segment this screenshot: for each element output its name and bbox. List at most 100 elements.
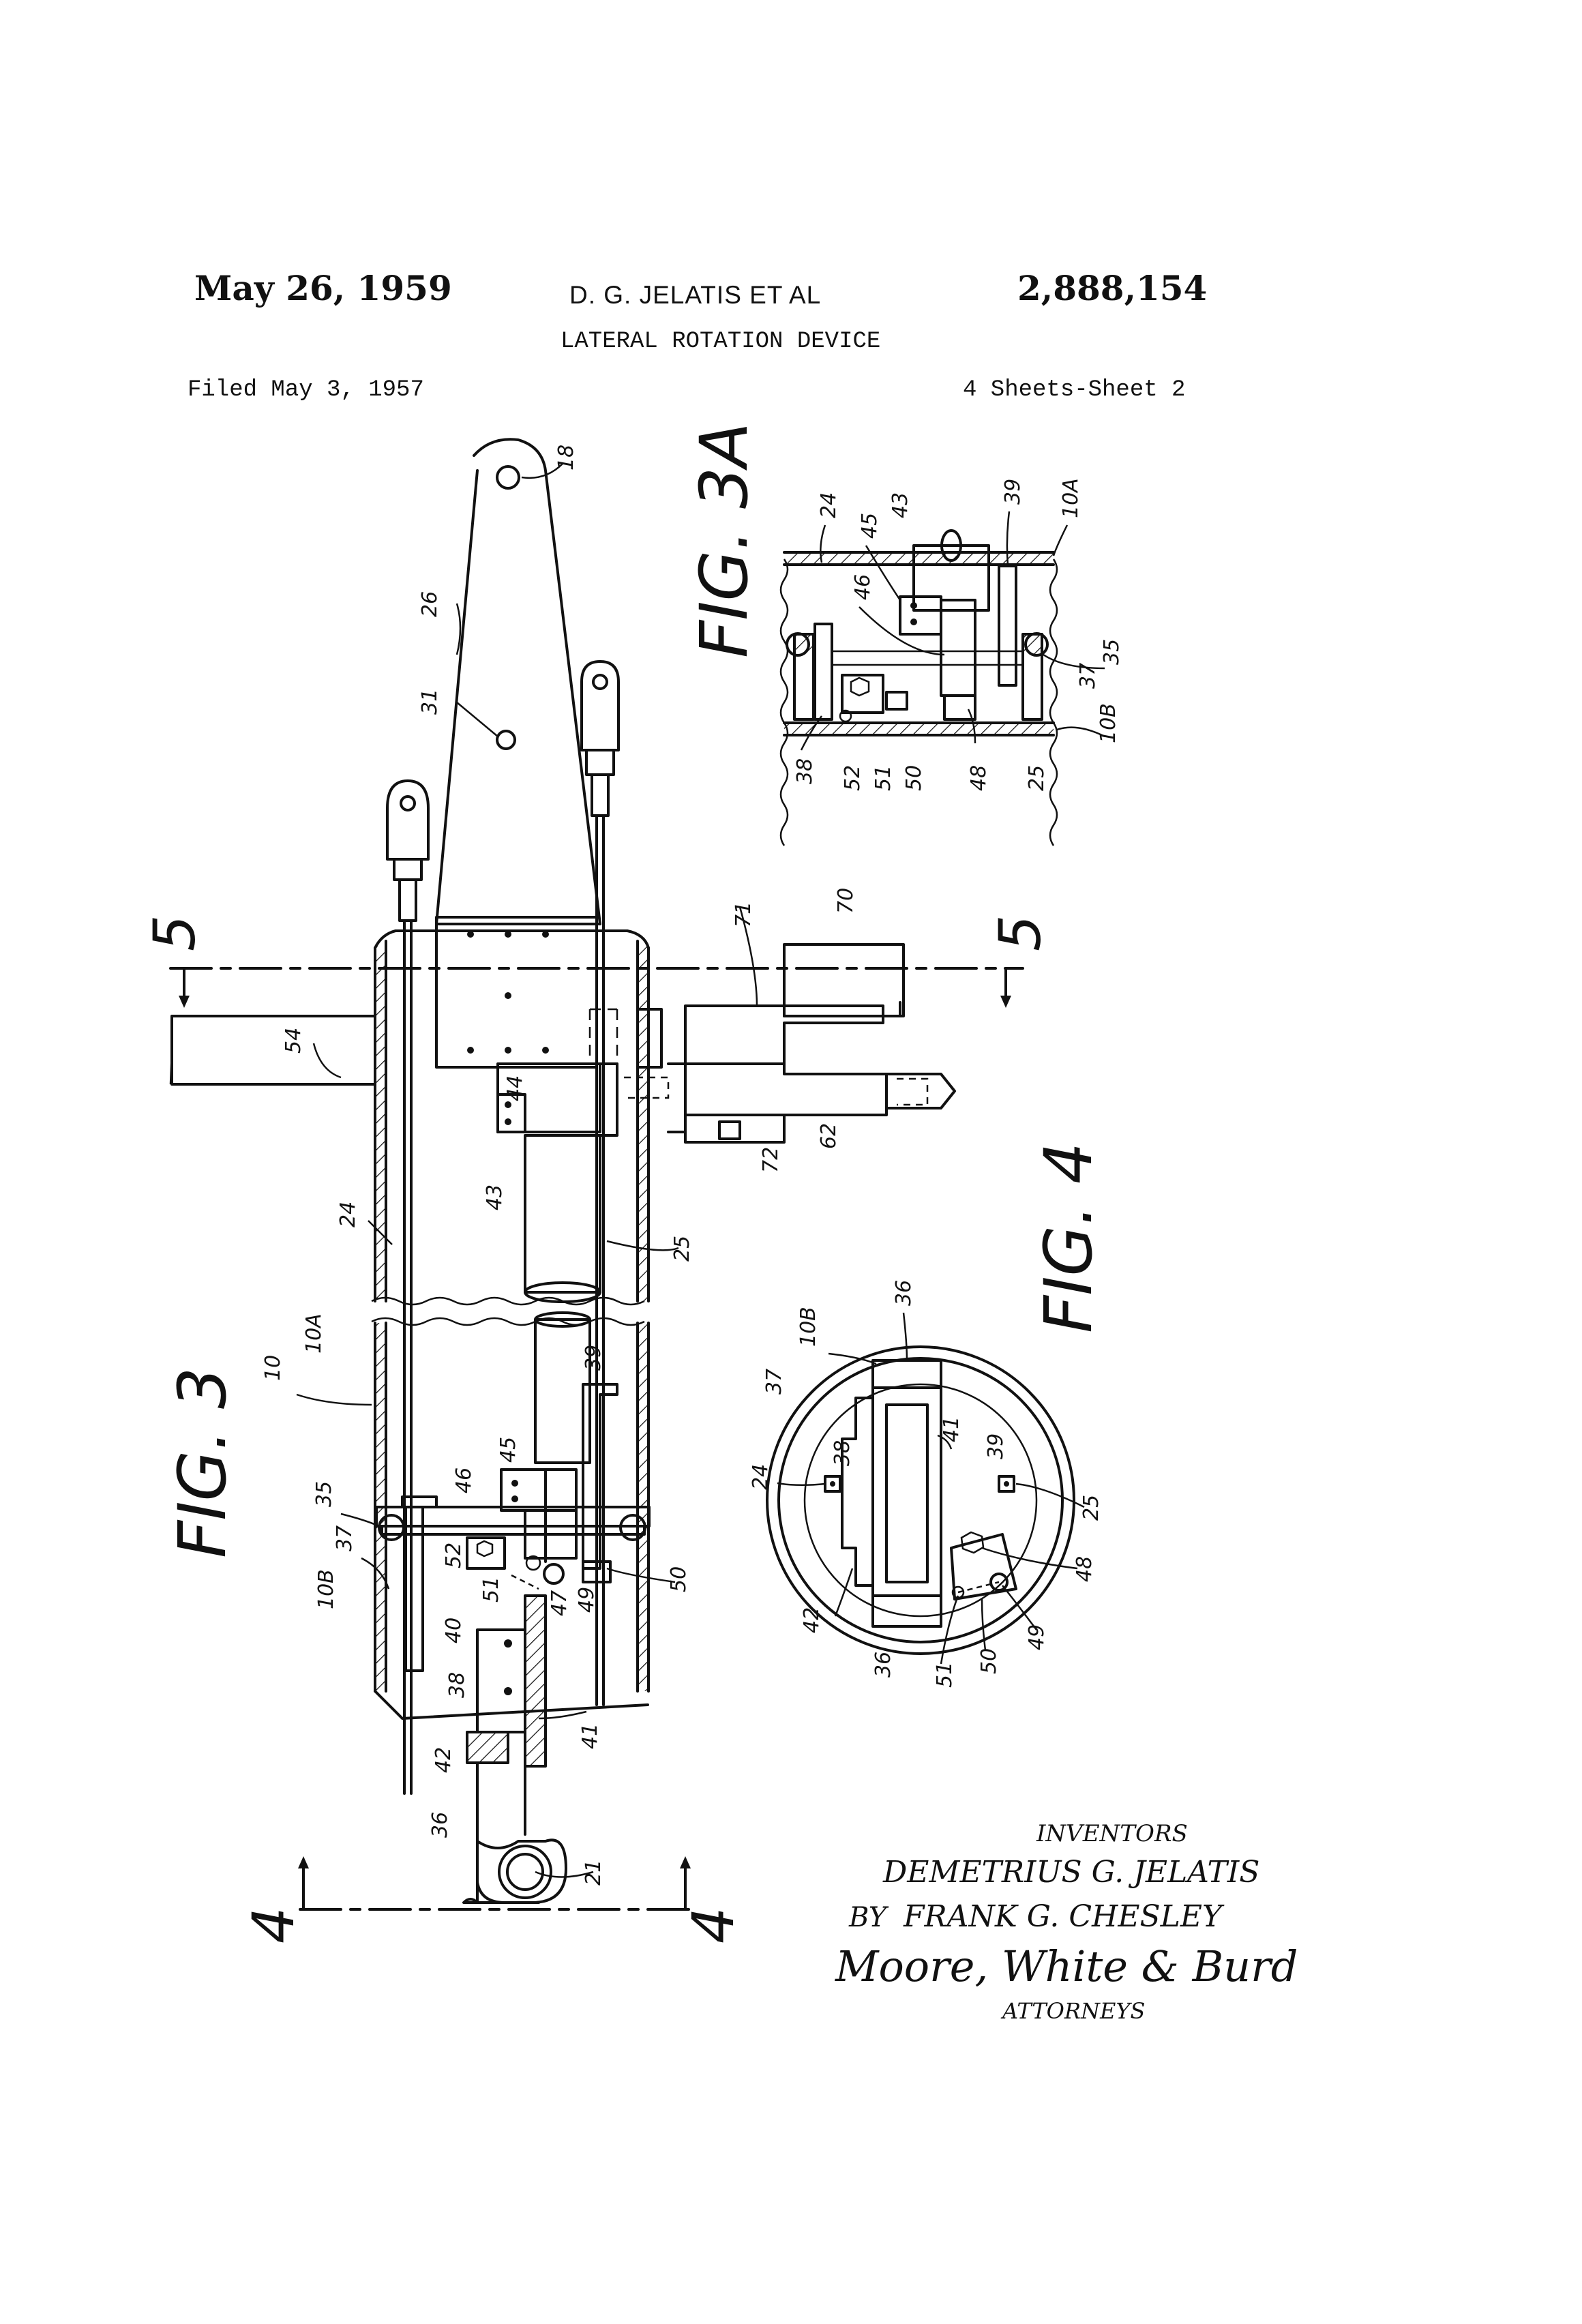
ref3a-10a: 10A <box>1059 478 1083 518</box>
ref-39: 39 <box>582 1345 606 1371</box>
fig3a-block-45 <box>900 597 941 634</box>
block-45 <box>501 1470 576 1562</box>
ref-47: 47 <box>548 1590 571 1616</box>
ref-40: 40 <box>442 1618 466 1643</box>
fig3a-linkage <box>840 675 907 721</box>
ref3a-46: 46 <box>851 574 875 600</box>
fig3a-shaft-46 <box>941 600 975 696</box>
ref-62: 62 <box>817 1123 841 1149</box>
fig3a-member-39 <box>999 566 1016 685</box>
fig4-bolt-38 <box>825 1476 840 1491</box>
assembly-40 <box>467 1596 546 1766</box>
fig3-caption: FIG. 3 <box>164 1367 241 1558</box>
tube-lower <box>372 1318 648 1718</box>
bearing-35 <box>376 1507 649 1540</box>
ref3a-51: 51 <box>871 765 895 791</box>
ref4-50: 50 <box>977 1648 1001 1674</box>
fig4-member-41 <box>873 1388 941 1596</box>
block-72 <box>719 1122 740 1139</box>
figure-3 <box>170 439 1023 1909</box>
ref-37: 37 <box>333 1525 357 1551</box>
ref-54: 54 <box>282 1028 305 1054</box>
side-mechanism <box>624 944 955 1142</box>
ref3a-48: 48 <box>967 765 991 791</box>
ref3a-38: 38 <box>793 758 817 784</box>
ref-49: 49 <box>575 1587 599 1613</box>
ref3a-10b: 10B <box>1096 703 1120 743</box>
ref-21: 21 <box>582 1860 606 1886</box>
ref-45: 45 <box>496 1437 520 1463</box>
ref4-36-bottom: 36 <box>871 1652 895 1678</box>
ref-10b: 10B <box>314 1569 338 1609</box>
signature-block: INVENTORS DEMETRIUS G. JELATIS BY FRANK … <box>835 1820 1298 2024</box>
fig3a-bearing <box>787 634 1047 719</box>
ref-51: 51 <box>479 1577 503 1603</box>
ref-36: 36 <box>428 1812 452 1838</box>
ref4-24: 24 <box>749 1464 773 1490</box>
fig4-caption: FIG. 4 <box>1030 1142 1107 1333</box>
ref4-51: 51 <box>933 1662 957 1688</box>
hole-31 <box>497 731 515 749</box>
fig4-block-36-bottom <box>873 1596 941 1626</box>
handle-54 <box>172 1016 375 1084</box>
ref4-39: 39 <box>984 1433 1008 1459</box>
pivot-hole-18 <box>497 466 519 488</box>
ref-10a: 10A <box>302 1313 326 1354</box>
fig3-reference-numerals: 18 26 31 54 71 70 44 43 24 25 62 72 10 1… <box>261 445 858 1886</box>
ref3a-24: 24 <box>817 492 841 518</box>
ref4-25: 25 <box>1079 1495 1103 1521</box>
part-42 <box>467 1732 508 1763</box>
ref4-10b: 10B <box>796 1307 820 1347</box>
fig3a-member-38 <box>815 624 832 719</box>
ref3a-39: 39 <box>1001 479 1025 505</box>
member-38 <box>402 1497 436 1671</box>
ref-26: 26 <box>418 591 442 617</box>
ref-35: 35 <box>312 1481 336 1507</box>
ref-50: 50 <box>667 1566 691 1592</box>
ref-52: 52 <box>442 1543 466 1568</box>
ref3a-43: 43 <box>889 492 912 518</box>
ref-38: 38 <box>445 1672 469 1698</box>
ref-10: 10 <box>261 1355 285 1381</box>
section-4-left: 4 <box>240 1907 307 1943</box>
end-link-36 <box>464 1763 566 1903</box>
figure-3a <box>781 531 1057 846</box>
ref-41: 41 <box>578 1723 602 1749</box>
section-4-right: 4 <box>680 1907 747 1943</box>
ref3a-52: 52 <box>841 765 865 791</box>
fig4-bolt-39 <box>999 1476 1014 1491</box>
inventor-2: FRANK G. CHESLEY <box>903 1899 1225 1934</box>
ref4-36-top: 36 <box>892 1280 916 1306</box>
tube-upper <box>372 931 648 1305</box>
ref-70: 70 <box>834 888 858 914</box>
link-62 <box>685 1064 886 1115</box>
ref4-38: 38 <box>831 1440 854 1466</box>
section-5-right: 5 <box>987 915 1054 951</box>
ref3a-45: 45 <box>858 513 882 539</box>
inventor-1: DEMETRIUS G. JELATIS <box>882 1855 1259 1890</box>
ref-42: 42 <box>432 1747 456 1773</box>
ref-72: 72 <box>759 1147 783 1173</box>
section-5-left: 5 <box>141 915 208 951</box>
ref4-37: 37 <box>762 1369 786 1395</box>
arm-26 <box>436 439 600 924</box>
mount-plate <box>436 917 597 1067</box>
cylinder-43 <box>525 1135 600 1463</box>
attorney-signature: Moore, White & Burd <box>835 1941 1298 1991</box>
inventors-heading: INVENTORS <box>1036 1820 1188 1847</box>
ref-24: 24 <box>336 1202 360 1227</box>
fig3a-caption: FIG. 3A <box>686 422 762 658</box>
ref-44: 44 <box>503 1075 527 1101</box>
member-39 <box>583 1384 617 1568</box>
attorneys-label: ATTORNEYS <box>1000 1998 1145 2024</box>
ref4-49: 49 <box>1025 1624 1049 1650</box>
ref-43: 43 <box>483 1185 507 1210</box>
mount-plate-screws <box>467 931 549 1054</box>
ref4-42: 42 <box>800 1607 824 1633</box>
by-label: BY <box>848 1902 889 1933</box>
ref3a-35: 35 <box>1100 639 1124 665</box>
fig3a-reference-numerals: 24 45 43 39 10A 46 35 37 10B 38 52 51 50… <box>793 478 1124 791</box>
ref3a-50: 50 <box>902 765 926 791</box>
